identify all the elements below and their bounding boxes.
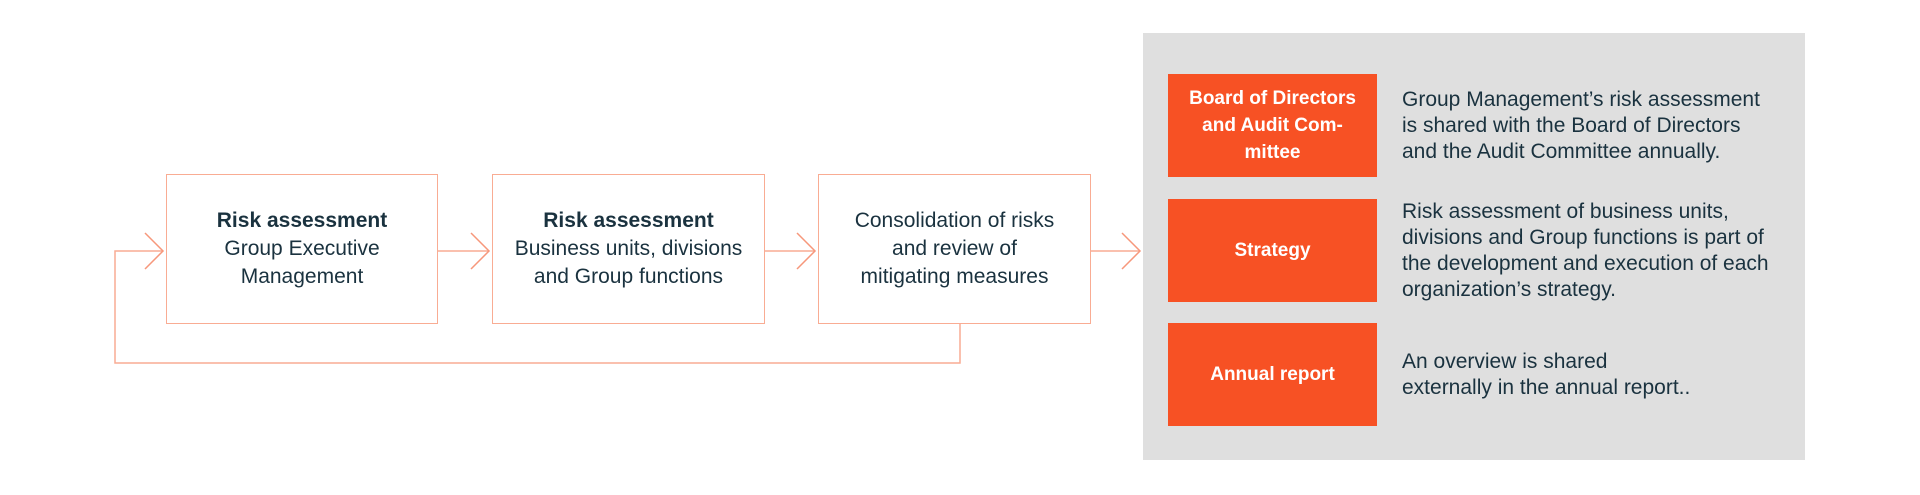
panel-label-strategy: Strategy (1168, 199, 1377, 302)
arrow-right-icon (144, 232, 165, 270)
arrow-right-icon (796, 232, 817, 270)
box-risk-assessment-business-units: Risk assessment Business units, division… (492, 174, 765, 324)
box-risk-assessment-group-executive-management: Risk assessment Group Executive Manageme… (166, 174, 438, 324)
panel-description-board-of-directors: Group Management’s risk assessment is sh… (1402, 87, 1760, 163)
panel-description-annual-report: An overview is shared externally in the … (1402, 349, 1691, 399)
box-text: Consolidation of risks and review of mit… (854, 209, 1055, 288)
arrow-right-icon (470, 232, 491, 270)
arrow-right-icon (1121, 232, 1142, 270)
panel-description-strategy: Risk assessment of business units, divis… (1402, 199, 1769, 301)
info-panel: Board of Directors and Audit Com- mittee… (1143, 33, 1805, 460)
panel-label-board-of-directors: Board of Directors and Audit Com- mittee (1168, 74, 1377, 177)
panel-label-annual-report: Annual report (1168, 323, 1377, 426)
box-title: Risk assessment (216, 209, 388, 232)
box-text: Group Executive Management (224, 237, 380, 288)
box-text: Business units, divisions and Group func… (514, 237, 743, 288)
box-title: Risk assessment (543, 209, 714, 232)
box-consolidation-of-risks: Consolidation of risks and review of mit… (818, 174, 1091, 324)
